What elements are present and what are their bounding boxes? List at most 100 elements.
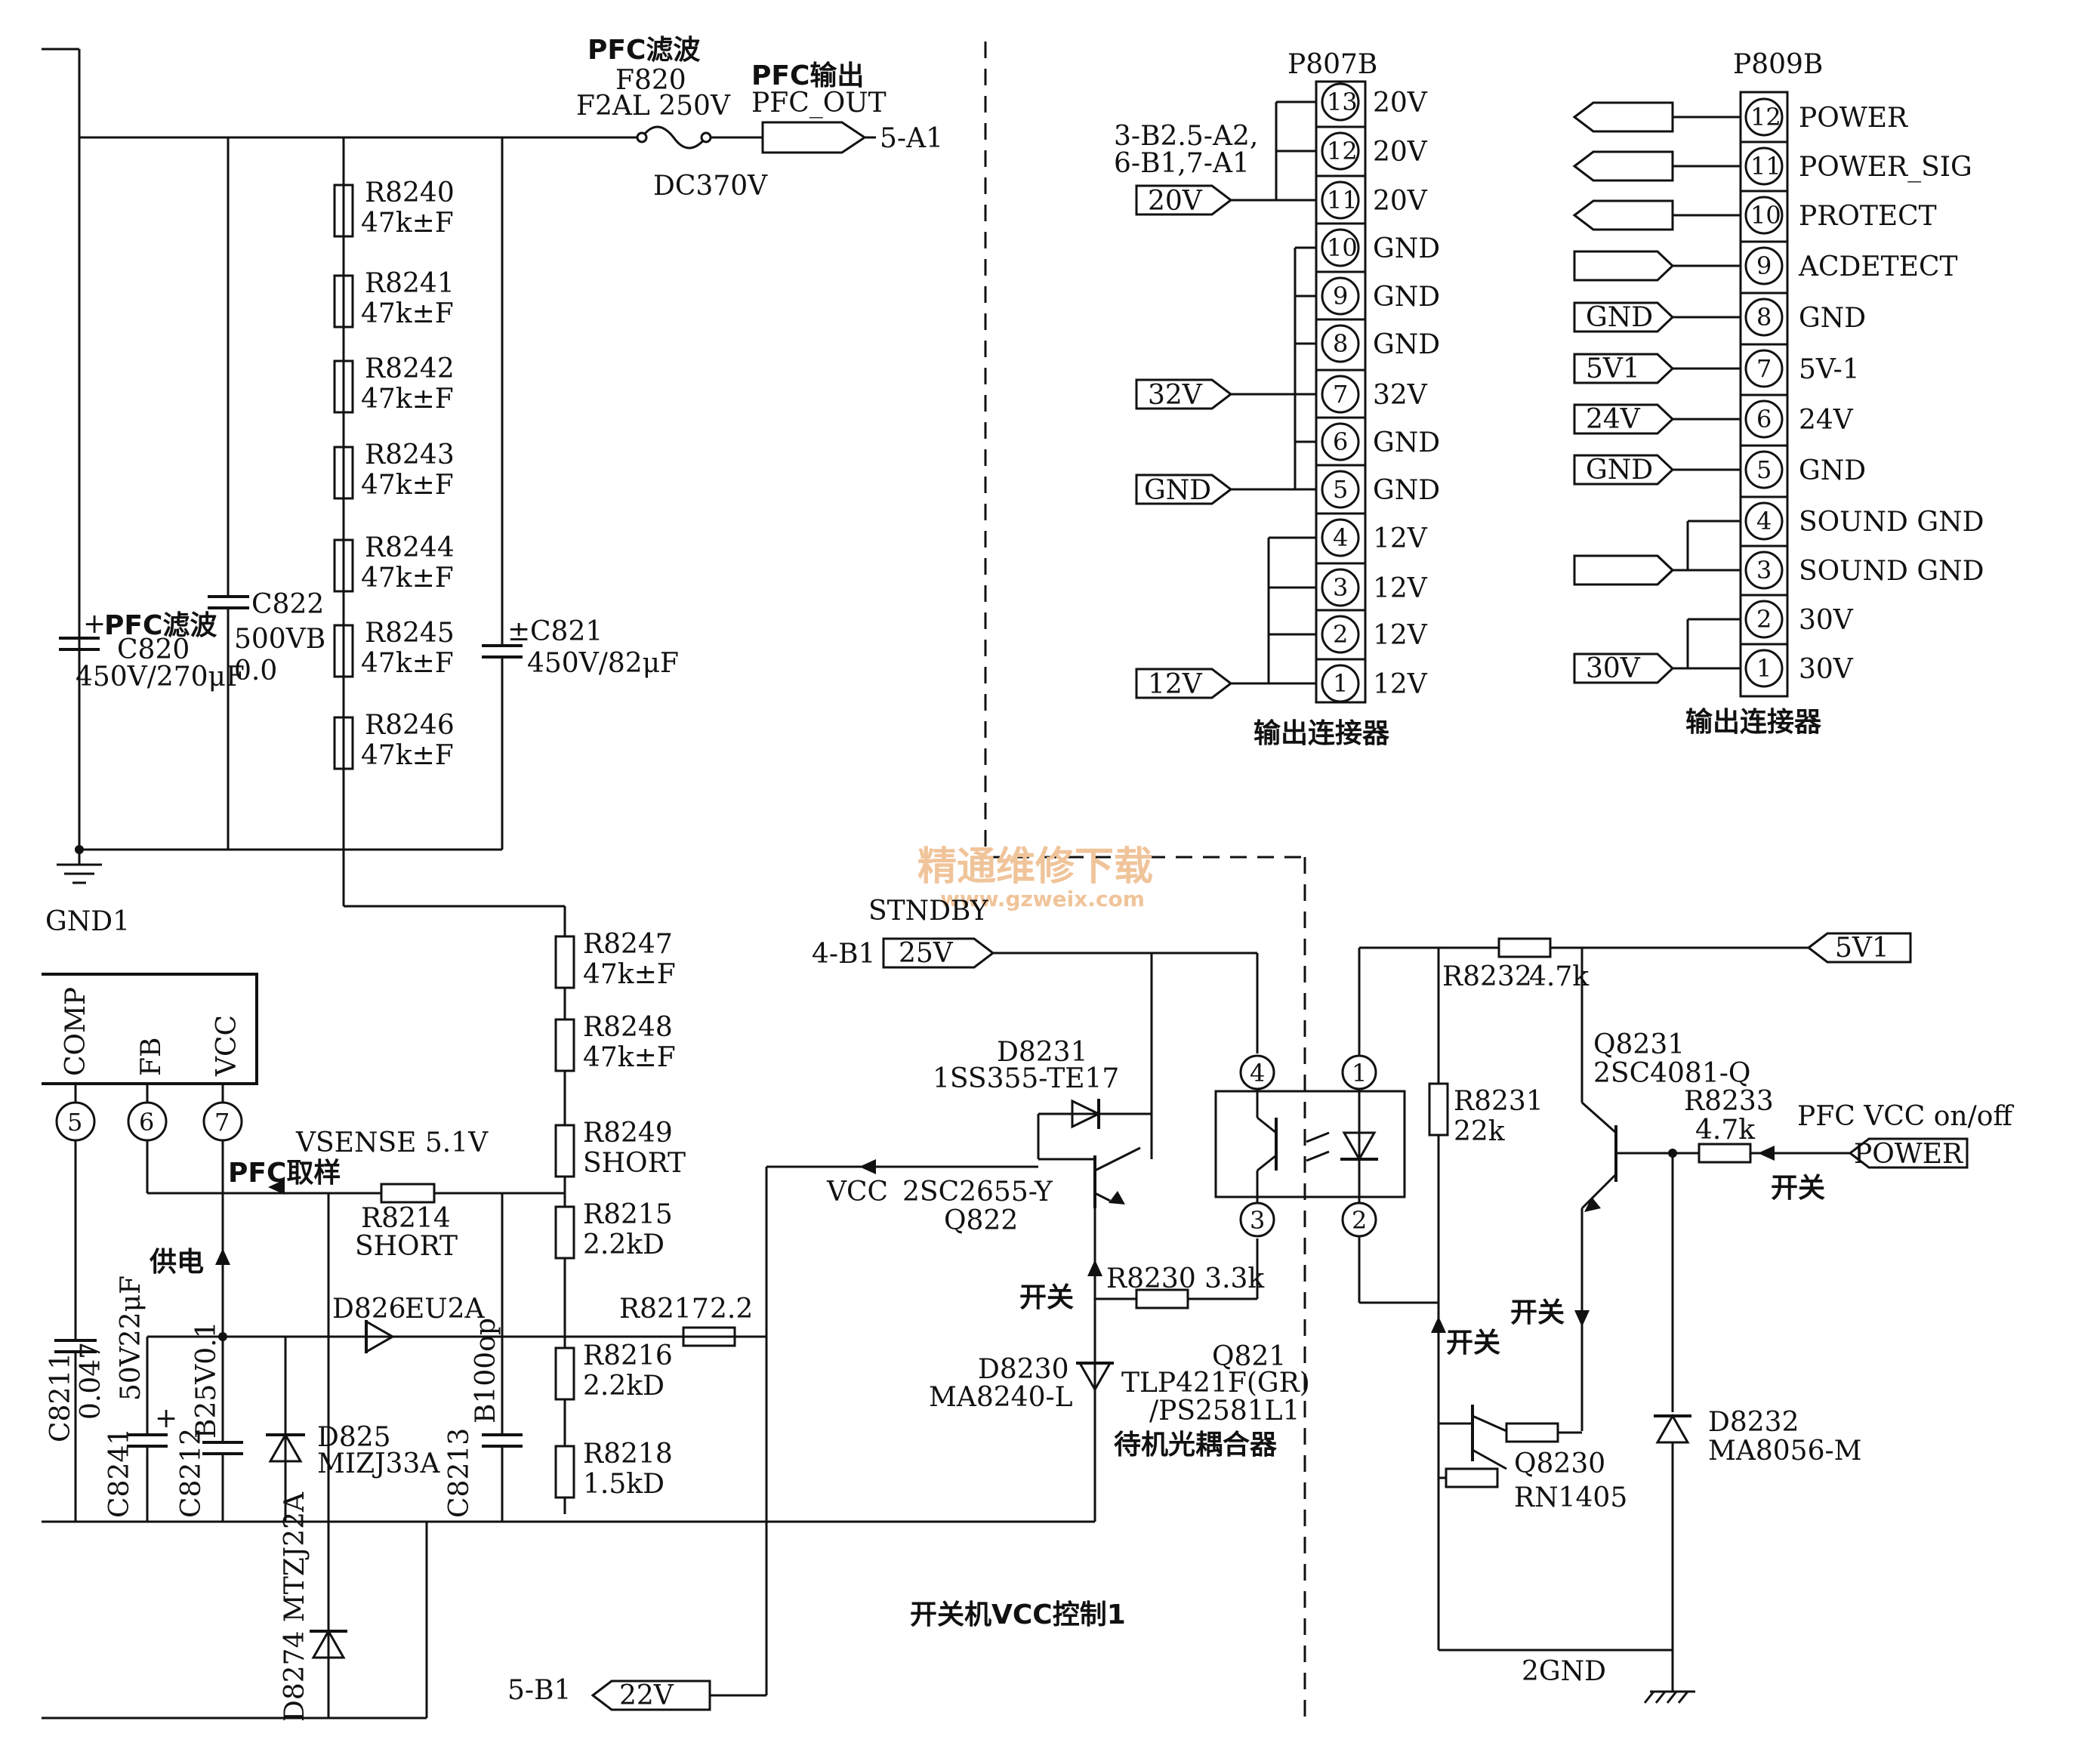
d8231-ref: D8231 bbox=[997, 1037, 1087, 1068]
pin-signal: ACDETECT bbox=[1798, 251, 1958, 282]
flag-5v1-label: 5V1 bbox=[1835, 933, 1889, 964]
c821-ref: C821 bbox=[530, 616, 603, 647]
connector-pin bbox=[1744, 551, 1784, 590]
connector-flag-label: 5V1 bbox=[1586, 353, 1640, 384]
stndby-source: 4-B1 bbox=[812, 939, 875, 970]
vsense-label: VSENSE 5.1V bbox=[295, 1127, 489, 1158]
connector-pin bbox=[1321, 470, 1360, 509]
resistor-value: 47k±F bbox=[361, 740, 454, 771]
connector-flag bbox=[1572, 101, 1674, 133]
pin-signal: GND bbox=[1373, 475, 1440, 506]
flag-25v-label: 25V bbox=[899, 938, 954, 969]
pin-number: 7 bbox=[1756, 354, 1772, 383]
resistor-ref: R8243 bbox=[365, 440, 455, 470]
pfc-out-label: PFC_OUT bbox=[751, 88, 887, 119]
connector-pin bbox=[1321, 568, 1360, 607]
ic-pin-vcc: VCC bbox=[211, 1015, 242, 1077]
flag-5v1 bbox=[1806, 932, 1912, 964]
p807b-flag bbox=[1135, 473, 1233, 505]
pin-number: 8 bbox=[1756, 303, 1772, 332]
connector-pin bbox=[1321, 375, 1360, 414]
r8217-ref: R8217 bbox=[619, 1294, 709, 1325]
r8233-value: 4.7k bbox=[1695, 1115, 1756, 1146]
connector-pin bbox=[1321, 131, 1360, 171]
opto-pin-number: 1 bbox=[1352, 1059, 1367, 1087]
ic-pin-number: 5 bbox=[67, 1108, 82, 1137]
pin-number: 1 bbox=[1756, 654, 1772, 683]
svg-text:±: ± bbox=[507, 616, 530, 647]
pin-signal: 20V bbox=[1373, 88, 1428, 119]
connector-flag bbox=[1573, 554, 1675, 586]
pin-number: 13 bbox=[1327, 88, 1358, 116]
resistor-ref: R8218 bbox=[583, 1439, 673, 1470]
r8233-ref: R8233 bbox=[1684, 1086, 1774, 1117]
pin-signal: 20V bbox=[1373, 186, 1428, 217]
connector-pin bbox=[1744, 349, 1784, 388]
c822-ref: C822 bbox=[251, 589, 324, 620]
switch-label-2: 开关 bbox=[1510, 1297, 1565, 1328]
c820-title: PFC滤波 bbox=[104, 610, 217, 641]
resistor-value: 47k±F bbox=[361, 563, 454, 594]
divider-resistors: R824747k±FR824847k±FR8249SHORTR82152.2kD… bbox=[554, 929, 686, 1500]
q821-value1: TLP421F(GR) bbox=[1121, 1368, 1310, 1399]
pin-signal: 12V bbox=[1373, 523, 1428, 554]
connector-flag bbox=[1573, 250, 1675, 282]
pin-number: 1 bbox=[1333, 669, 1348, 698]
resistor-value: 47k±F bbox=[361, 208, 454, 239]
stndby-label: STNDBY bbox=[868, 896, 989, 927]
pin-number: 5 bbox=[1756, 455, 1772, 484]
connector-flag-label: GND bbox=[1586, 302, 1653, 333]
p807b-caption: 输出连接器 bbox=[1254, 718, 1390, 749]
switch-label-3: 开关 bbox=[1446, 1328, 1500, 1359]
c8241-ref: C8241 bbox=[104, 1428, 135, 1518]
connector-pin bbox=[1744, 501, 1784, 541]
c8213-value: B100op bbox=[470, 1318, 501, 1424]
pfc-out-dest: 5-A1 bbox=[880, 123, 943, 154]
connector-pin bbox=[1321, 518, 1360, 557]
connector-flag bbox=[1573, 652, 1675, 684]
opto-pin-number: 4 bbox=[1250, 1059, 1265, 1087]
p807b-flag-label: 20V bbox=[1148, 186, 1203, 217]
r8232-label: R8232 bbox=[1442, 961, 1532, 992]
r8232-value: 4.7k bbox=[1529, 961, 1590, 992]
connector-flag bbox=[1572, 150, 1674, 182]
resistor-value: 2.2kD bbox=[583, 1229, 665, 1260]
q821-value2: /PS2581L1 bbox=[1149, 1396, 1300, 1427]
pin-number: 8 bbox=[1333, 329, 1348, 358]
pin-signal: SOUND GND bbox=[1799, 507, 1984, 538]
resistor-value: 47k±F bbox=[361, 298, 454, 329]
resistor bbox=[554, 1018, 575, 1072]
resistor bbox=[333, 359, 354, 414]
fuse-value: F2AL 250V bbox=[576, 91, 731, 122]
pin-signal: 24V bbox=[1799, 405, 1854, 436]
d826-ref: D826 bbox=[332, 1294, 406, 1325]
connector-pin bbox=[1744, 147, 1784, 186]
section-caption: 开关机VCC控制1 bbox=[910, 1599, 1126, 1630]
pin-signal: GND bbox=[1373, 282, 1440, 313]
section-divider bbox=[984, 42, 1306, 1722]
connector-pin bbox=[1321, 180, 1360, 220]
resistor-value: 47k±F bbox=[361, 384, 454, 415]
connector-pin bbox=[1744, 97, 1784, 137]
q8230-value: RN1405 bbox=[1514, 1482, 1627, 1513]
connector-pin bbox=[1321, 276, 1360, 316]
pfc-filter-section: PFC滤波 F820 F2AL 250V DC370V PFC输出 PFC_OU… bbox=[42, 35, 943, 1514]
connector-flag bbox=[1573, 454, 1675, 486]
connector-flag-label: 30V bbox=[1586, 653, 1641, 684]
pin-signal: 30V bbox=[1799, 605, 1854, 636]
connector-flag bbox=[1573, 353, 1675, 384]
flag-power-label: POWER bbox=[1854, 1139, 1963, 1170]
connector-pin bbox=[1321, 664, 1360, 703]
pin-number: 12 bbox=[1327, 137, 1358, 165]
svg-text:+: + bbox=[155, 1403, 177, 1434]
pin-number: 2 bbox=[1333, 620, 1348, 649]
pin-number: 4 bbox=[1756, 507, 1772, 535]
pin-number: 3 bbox=[1333, 573, 1348, 602]
switch-label-4: 开关 bbox=[1771, 1173, 1825, 1204]
gnd1-label: GND1 bbox=[45, 906, 130, 937]
q821-ref: Q821 bbox=[1212, 1341, 1286, 1372]
c820-ref: C820 bbox=[117, 634, 190, 665]
